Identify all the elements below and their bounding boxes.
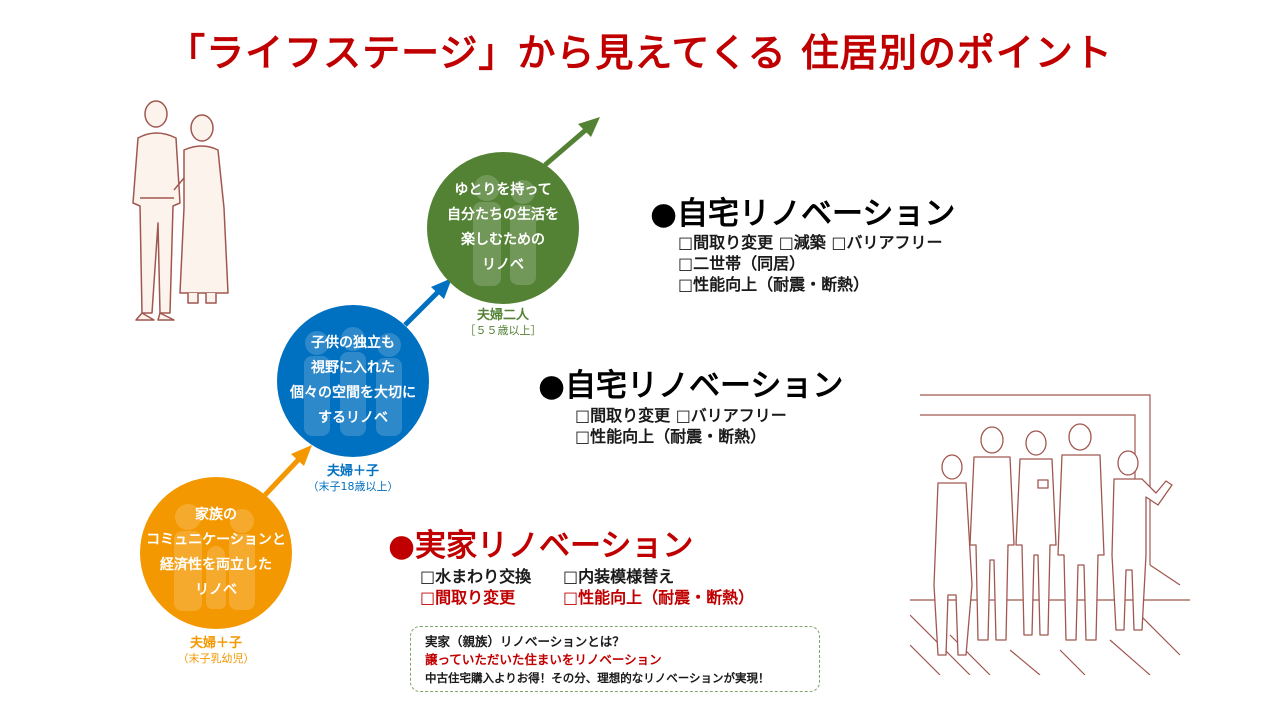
renovation-item: □性能向上（耐震・断熱）	[678, 274, 943, 295]
stage-label-independence: 夫婦＋子 （末子18歳以上）	[287, 464, 419, 494]
renovation-item: □間取り変更 □バリアフリー	[575, 405, 787, 426]
renovation-item: □間取り変更	[420, 587, 563, 608]
renovation-item: □二世帯（同居）	[678, 253, 943, 274]
circle-line: コミュニケーションと	[146, 528, 286, 553]
renovation-items-home-top: □間取り変更 □減築 □バリアフリー □二世帯（同居） □性能向上（耐震・断熱）	[678, 232, 943, 295]
note-benefit: 中古住宅購入よりお得！その分、理想的なリノベーションが実現！	[425, 669, 805, 687]
note-definition: 譲っていただいた住まいをリノベーション	[425, 651, 805, 669]
circle-line: 家族の	[195, 503, 237, 528]
circle-line: リノベ	[195, 578, 237, 603]
circle-line: 個々の空間を大切に	[290, 381, 416, 406]
stage-label-sub: （末子18歳以上）	[287, 479, 419, 494]
renovation-heading-home-top: ●自宅リノベーション	[650, 188, 955, 233]
circle-line: 視野に入れた	[311, 356, 395, 381]
renovation-heading-home-mid: ●自宅リノベーション	[538, 360, 843, 405]
renovation-item: □間取り変更 □減築 □バリアフリー	[678, 232, 943, 253]
renovation-item: □性能向上（耐震・断熱）	[575, 426, 787, 447]
circle-line: 自分たちの生活を	[447, 203, 559, 228]
stage-label-main: 夫婦＋子	[150, 636, 282, 651]
circle-line: するリノベ	[318, 406, 388, 431]
note-question: 実家（親族）リノベーションとは？	[425, 633, 805, 651]
circle-line: リノベ	[482, 253, 524, 278]
stage-circle-couple: ゆとりを持って 自分たちの生活を 楽しむための リノベ	[427, 152, 579, 304]
stage-circle-family: 家族の コミュニケーションと 経済性を両立した リノベ	[140, 477, 292, 629]
stage-label-family: 夫婦＋子 （末子乳幼児）	[150, 636, 282, 666]
renovation-items-parents: □水まわり交換□内装模様替え □間取り変更□性能向上（耐震・断熱）	[420, 566, 754, 608]
stage-label-sub: （末子乳幼児）	[150, 651, 282, 666]
stage-label-couple: 夫婦二人 ［５５歳以上］	[437, 308, 569, 338]
circle-line: ゆとりを持って	[454, 178, 551, 203]
circle-line: 子供の独立も	[311, 331, 395, 356]
stage-circle-independence: 子供の独立も 視野に入れた 個々の空間を大切に するリノベ	[277, 305, 429, 457]
renovation-item: □水まわり交換	[420, 566, 563, 587]
stage-label-main: 夫婦二人	[437, 308, 569, 323]
stage-label-main: 夫婦＋子	[287, 464, 419, 479]
renovation-item: □内装模様替え	[563, 567, 674, 586]
parents-renovation-note: 実家（親族）リノベーションとは？ 譲っていただいた住まいをリノベーション 中古住…	[410, 626, 820, 692]
renovation-heading-parents: ●実家リノベーション	[388, 520, 693, 565]
renovation-items-home-mid: □間取り変更 □バリアフリー □性能向上（耐震・断熱）	[575, 405, 787, 447]
circle-line: 経済性を両立した	[160, 553, 272, 578]
stage-label-sub: ［５５歳以上］	[437, 323, 569, 338]
renovation-item: □性能向上（耐震・断熱）	[563, 588, 754, 607]
circle-line: 楽しむための	[461, 228, 545, 253]
people-in-room-illustration	[910, 385, 1190, 675]
